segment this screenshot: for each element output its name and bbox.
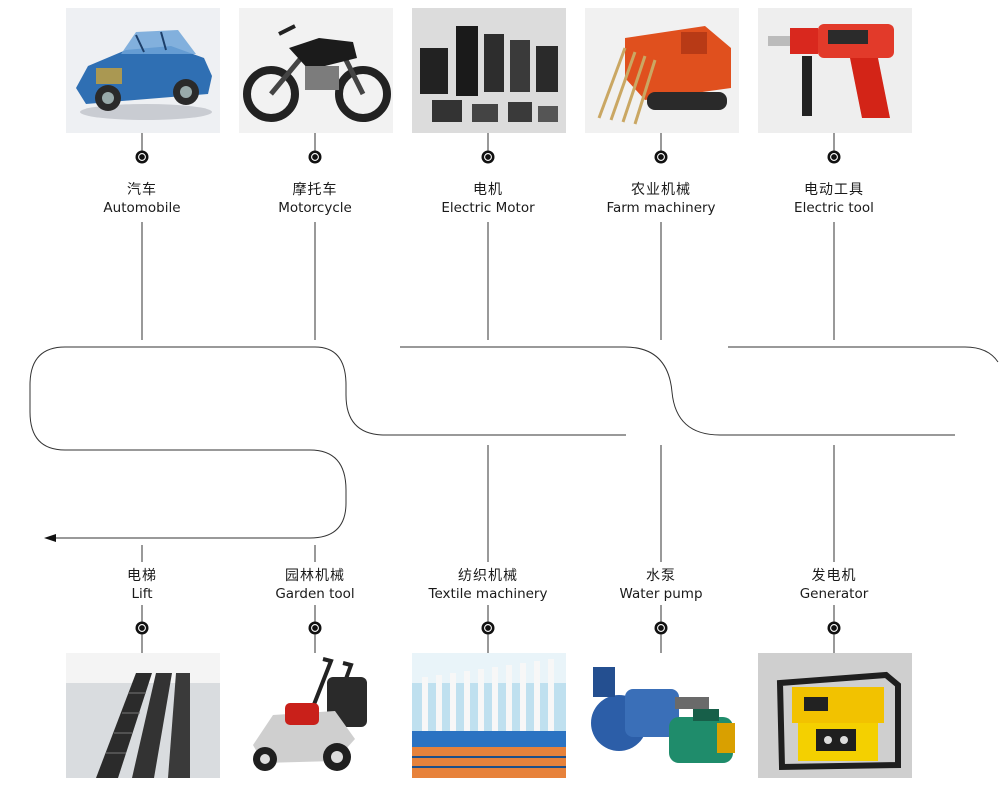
node-marker-ring [830, 624, 838, 632]
label-zh: 发电机 [811, 568, 857, 584]
flow-path-right-top [728, 346, 999, 363]
label-generator: 发电机 Generator [749, 567, 919, 603]
label-en: Textile machinery [428, 586, 548, 602]
node-marker-ring [657, 624, 665, 632]
electric-motor-icon [412, 8, 566, 133]
label-en: Motorcycle [278, 200, 352, 216]
water-pump-photo [585, 653, 739, 778]
label-en: Electric tool [794, 200, 874, 216]
label-en: Automobile [103, 200, 181, 216]
flow-path-middle [314, 346, 626, 436]
water-pump-icon [585, 653, 739, 778]
label-motorcycle: 摩托车 Motorcycle [230, 181, 400, 217]
node-marker-ring [830, 153, 838, 161]
motorcycle-photo [239, 8, 393, 133]
label-en: Generator [799, 586, 869, 602]
label-zh: 电机 [473, 182, 503, 198]
node-marker [308, 150, 322, 164]
label-garden-tool: 园林机械 Garden tool [230, 567, 400, 603]
car-icon [66, 8, 220, 133]
label-zh: 水泵 [646, 568, 676, 584]
node-marker [135, 150, 149, 164]
flow-path-right-mid [400, 346, 955, 436]
label-water-pump: 水泵 Water pump [576, 567, 746, 603]
node-marker [308, 621, 322, 635]
node-marker-ring [138, 153, 146, 161]
node-marker-ring [657, 153, 665, 161]
generator-icon [758, 653, 912, 778]
node-marker [481, 150, 495, 164]
label-automobile: 汽车 Automobile [57, 181, 227, 217]
automobile-photo [66, 8, 220, 133]
node-marker-ring [484, 624, 492, 632]
electric-tool-photo [758, 8, 912, 133]
escalator-icon [66, 653, 220, 778]
farm-machinery-photo [585, 8, 739, 133]
textile-machine-icon [412, 653, 566, 778]
node-marker [827, 150, 841, 164]
label-en: Farm machinery [606, 200, 716, 216]
label-electric-tool: 电动工具 Electric tool [749, 181, 919, 217]
node-marker-ring [138, 624, 146, 632]
node-marker [827, 621, 841, 635]
node-marker [481, 621, 495, 635]
label-en: Lift [131, 586, 153, 602]
generator-photo [758, 653, 912, 778]
farm-machinery-icon [585, 8, 739, 133]
label-en: Garden tool [275, 586, 355, 602]
node-marker [654, 150, 668, 164]
node-marker-ring [311, 153, 319, 161]
label-lift: 电梯 Lift [57, 567, 227, 603]
label-zh: 电动工具 [804, 182, 864, 198]
lift-photo [66, 653, 220, 778]
flow-arrowhead [44, 534, 56, 542]
label-zh: 农业机械 [631, 182, 691, 198]
electric-motor-photo [412, 8, 566, 133]
motorcycle-icon [239, 8, 393, 133]
label-zh: 摩托车 [292, 182, 338, 198]
garden-tool-photo [239, 653, 393, 778]
flow-path-upper-left [29, 346, 347, 539]
label-en: Electric Motor [441, 200, 535, 216]
node-marker-ring [311, 624, 319, 632]
lawn-mower-icon [239, 653, 393, 778]
label-zh: 汽车 [127, 182, 157, 198]
label-zh: 纺织机械 [458, 568, 518, 584]
node-marker-ring [484, 153, 492, 161]
label-farm-machinery: 农业机械 Farm machinery [576, 181, 746, 217]
node-marker [654, 621, 668, 635]
power-drill-icon [758, 8, 912, 133]
textile-machinery-photo [412, 653, 566, 778]
node-marker [135, 621, 149, 635]
label-zh: 电梯 [127, 568, 157, 584]
label-en: Water pump [619, 586, 703, 602]
label-zh: 园林机械 [285, 568, 345, 584]
label-electric-motor: 电机 Electric Motor [403, 181, 573, 217]
label-textile-machinery: 纺织机械 Textile machinery [403, 567, 573, 603]
